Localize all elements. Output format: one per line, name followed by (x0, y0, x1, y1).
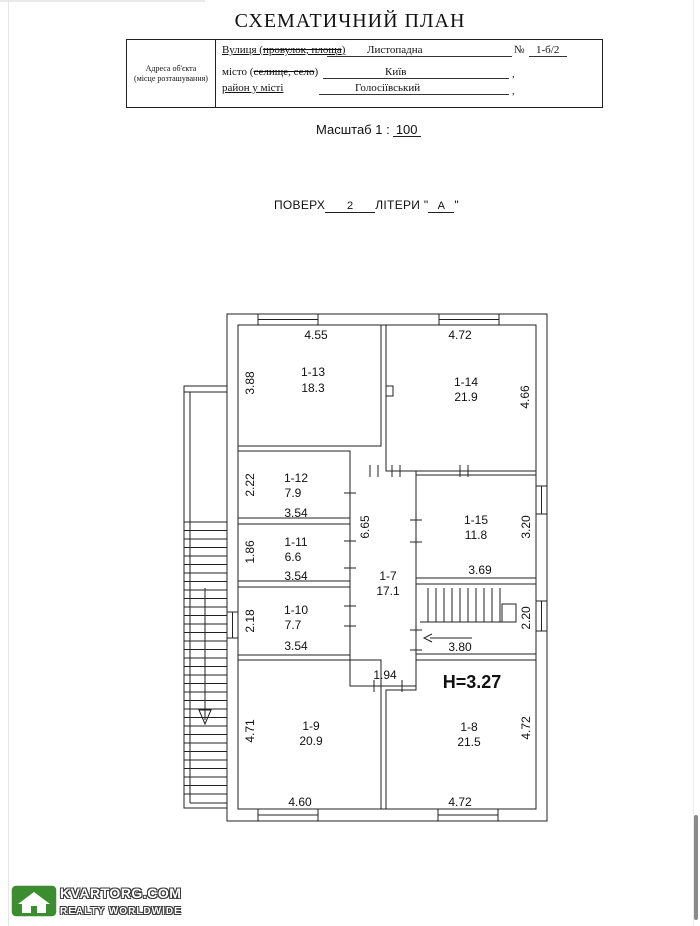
dim-r14-width: 4.72 (448, 328, 472, 342)
room-1-15-id: 1-15 (464, 513, 488, 527)
room-1-9-area: 20.9 (299, 734, 323, 748)
floor-label: ПОВЕРХ (274, 198, 326, 212)
district-label: район у місті (222, 82, 284, 94)
address-table: Адреса об'єкта (місце розташування) Вули… (126, 39, 603, 108)
dim-stair-height: 2.20 (519, 606, 533, 630)
district-underline (319, 94, 509, 95)
dim-r12-width: 3.54 (284, 506, 308, 520)
dim-r13-width: 4.55 (304, 328, 328, 342)
room-1-11-id: 1-11 (284, 535, 307, 549)
room-1-14-niche (385, 385, 394, 397)
room-1-15 (415, 474, 537, 579)
number-label: № (514, 44, 525, 56)
room-1-13-bottom-wall (238, 450, 351, 466)
floor-value: 2 (325, 201, 376, 213)
room-1-8-id: 1-8 (460, 720, 478, 734)
dim-r8-height: 4.72 (519, 716, 533, 740)
letter-end: " (454, 198, 459, 212)
scrollbar-thumb[interactable] (694, 815, 698, 920)
door-marks (344, 465, 469, 692)
dim-r12-height: 2.22 (243, 473, 257, 497)
watermark-line2: REALTY WORLDWIDE (60, 906, 182, 917)
address-label-line1: Адреса об'єкта (145, 63, 197, 73)
room-1-14-walls (385, 325, 536, 472)
letter-label: ЛІТЕРИ " (375, 198, 429, 212)
page-edge-right (693, 0, 694, 926)
room-1-15-area: 11.8 (465, 528, 488, 542)
corridor-left-wall (349, 451, 416, 687)
scale-value: 100 (392, 123, 421, 137)
dim-corridor-length: 6.65 (358, 515, 372, 539)
dim-r10-width: 3.54 (284, 639, 308, 653)
room-1-11-area: 6.6 (285, 550, 302, 564)
room-1-13-area: 18.3 (301, 381, 325, 395)
outer-wall-outer (226, 313, 548, 822)
dim-stair-width: 3.80 (448, 640, 472, 654)
room-1-10-area: 7.7 (285, 618, 302, 632)
district-row: район у місті (222, 82, 283, 94)
room-1-13-walls (238, 325, 382, 447)
internal-stair-steps (420, 588, 517, 623)
room-1-9-walls (238, 659, 382, 809)
windows (226, 313, 548, 822)
room-1-8-walls (385, 659, 536, 809)
letter-value: А (428, 201, 455, 213)
dim-r15-width: 3.69 (468, 563, 492, 577)
internal-stair-arrow-head (422, 633, 433, 643)
number-underline (529, 56, 567, 57)
room-1-14-area: 21.9 (454, 390, 478, 404)
city-value: Київ (385, 66, 407, 78)
watermark-line1: KVARTORG.COM (60, 885, 182, 901)
internal-stair-landing (501, 603, 517, 623)
district-value: Голосіївський (355, 82, 421, 94)
dim-r11-width: 3.54 (284, 569, 308, 583)
external-stair-arrow-head (198, 709, 212, 726)
street-underline (327, 56, 512, 57)
city-underline (323, 78, 509, 79)
external-stair-outline (183, 385, 227, 809)
page-edge-left (8, 0, 9, 926)
district-comma: , (512, 85, 515, 97)
dim-r8-width: 4.72 (448, 795, 472, 809)
city-row: місто (селище, село) (222, 66, 318, 78)
room-1-12-id: 1-12 (284, 471, 308, 485)
address-label-cell: Адреса об'єкта (місце розташування) (127, 40, 216, 107)
dim-r15-height: 3.20 (519, 515, 533, 539)
city-comma: , (512, 68, 515, 80)
room-1-10-id: 1-10 (284, 603, 308, 617)
address-label-line2: (місце розташування) (134, 73, 208, 83)
dim-corridor-width: 1.94 (373, 668, 397, 682)
room-1-7-id: 1-7 (379, 569, 397, 583)
dim-r13-height: 3.88 (243, 371, 257, 395)
scale-label: Масштаб 1 : (316, 122, 390, 137)
number-value: 1-б/2 (536, 44, 560, 56)
street-label: Вулиця (провулок, площа) (222, 44, 346, 56)
dim-r14-height: 4.66 (518, 385, 532, 409)
scale: Масштаб 1 :100 (316, 122, 421, 137)
room-1-13-id: 1-13 (301, 365, 325, 379)
dim-r9-height: 4.71 (243, 719, 257, 743)
room-1-8-area: 21.5 (457, 735, 481, 749)
plan-title: СХЕМАТИЧНИЙ ПЛАН (234, 10, 466, 32)
street-value: Листопадна (367, 44, 423, 56)
dim-r10-height: 2.18 (243, 609, 257, 633)
room-1-7-area: 17.1 (376, 584, 400, 598)
top-edge-strip (0, 0, 205, 2)
kvartorg-logo-icon (10, 884, 58, 918)
ceiling-height: Н=3.27 (443, 672, 502, 692)
dim-r11-height: 1.86 (243, 540, 257, 564)
city-label: місто (селище, село) (222, 66, 319, 78)
street-row: Вулиця (провулок, площа) (222, 44, 345, 56)
room-1-14-id: 1-14 (454, 375, 478, 389)
dim-r9-width: 4.60 (288, 795, 312, 809)
room-1-12-area: 7.9 (285, 486, 302, 500)
room-1-9-id: 1-9 (302, 719, 320, 733)
